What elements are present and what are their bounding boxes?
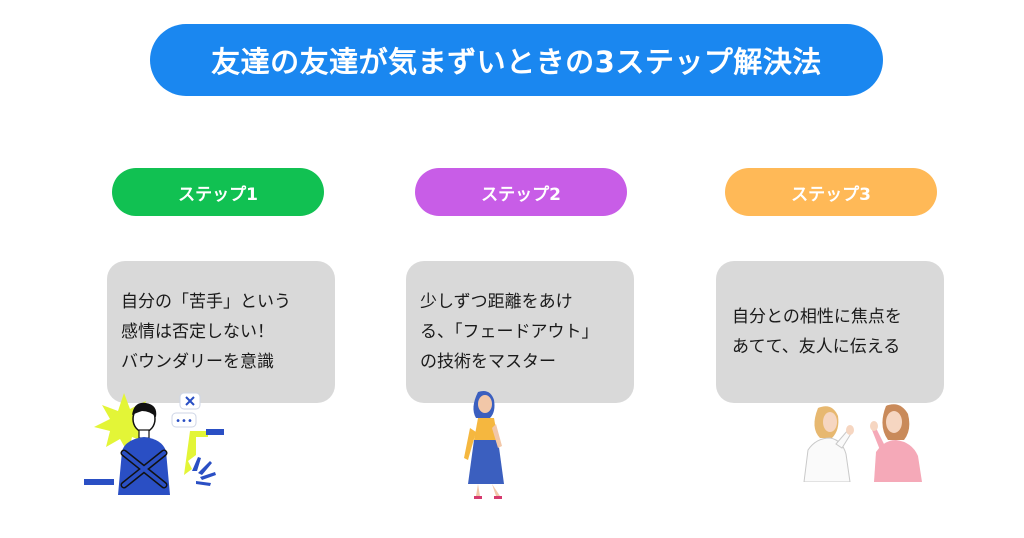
step-1-text: 自分の「苦手」という 感情は否定しない！ バウンダリーを意識 [121,287,291,377]
step-3-line-1: 自分との相性に焦点を [732,307,902,327]
step-2-card: 少しずつ距離をあけ る、「フェードアウト」 の技術をマスター [406,261,634,403]
step-2-pill: ステップ2 [415,168,627,216]
step-1-line-3: バウンダリーを意識 [121,352,274,372]
step-3-card: 自分との相性に焦点を あてて、友人に伝える [716,261,944,403]
step-3-text: 自分との相性に焦点を あてて、友人に伝える [732,302,902,362]
svg-text:•••: ••• [175,416,193,427]
step-2-label: ステップ2 [481,184,561,205]
step-2-text: 少しずつ距離をあけ る、「フェードアウト」 の技術をマスター [420,287,599,377]
step-3-line-2: あてて、友人に伝える [732,337,901,357]
step-3-pill: ステップ3 [725,168,937,216]
person-crossing-arms-illustration: ••• [84,392,224,495]
step-1-line-1: 自分の「苦手」という [121,292,291,312]
step-2-line-2: る、「フェードアウト」 [420,322,599,342]
step-1-card: 自分の「苦手」という 感情は否定しない！ バウンダリーを意識 [107,261,335,403]
step-1-line-2: 感情は否定しない！ [121,322,274,342]
step-2-line-1: 少しずつ距離をあけ [420,292,573,312]
woman-walking-away-illustration [464,391,504,499]
two-women-whispering-illustration [803,404,922,482]
page-title: 友達の友達が気まずいときの3ステップ解決法 [211,45,822,79]
step-1-pill: ステップ1 [112,168,324,216]
step-1-label: ステップ1 [178,184,258,205]
step-2-line-3: の技術をマスター [420,352,556,372]
title-banner: 友達の友達が気まずいときの3ステップ解決法 [150,24,883,96]
step-3-label: ステップ3 [791,184,871,205]
